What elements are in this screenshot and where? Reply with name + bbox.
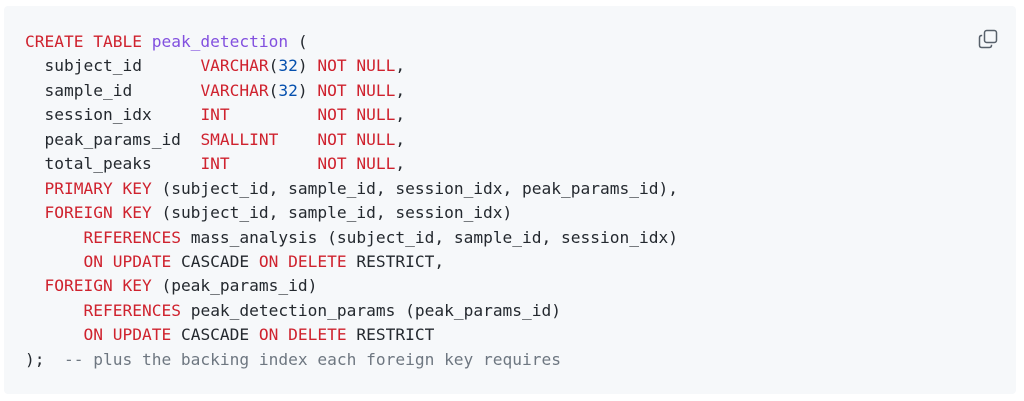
code-token-plain: , <box>395 105 406 125</box>
code-token-keyword: VARCHAR <box>200 80 269 100</box>
code-token-plain: CASCADE <box>171 251 259 271</box>
code-token-plain: peak_params_id <box>25 129 201 149</box>
code-token-keyword: ON DELETE <box>258 325 347 345</box>
code-token-plain <box>142 32 152 51</box>
code-line: CREATE TABLE peak_detection ( <box>25 30 678 54</box>
code-token-keyword: REFERENCES <box>83 227 181 247</box>
code-line: REFERENCES peak_detection_params (peak_p… <box>25 299 678 323</box>
code-token-plain: , <box>395 154 406 174</box>
code-block: CREATE TABLE peak_detection ( subject_id… <box>4 6 1016 394</box>
code-token-plain: subject_id <box>25 56 201 76</box>
code-token-keyword: PRIMARY KEY <box>44 178 152 198</box>
code-token-plain: ( <box>288 32 308 51</box>
code-line: sample_id VARCHAR(32) NOT NULL, <box>25 79 678 103</box>
code-token-plain <box>25 301 83 320</box>
code-token-keyword: NOT NULL <box>317 56 396 76</box>
code-line: FOREIGN KEY (subject_id, sample_id, sess… <box>25 201 678 225</box>
code-line: subject_id VARCHAR(32) NOT NULL, <box>25 54 678 78</box>
code-token-plain: RESTRICT <box>346 325 435 345</box>
code-token-plain: ) <box>297 56 318 76</box>
code-token-plain <box>25 228 83 247</box>
code-token-keyword: NOT NULL <box>317 154 396 174</box>
code-token-keyword: ON DELETE <box>258 251 347 271</box>
code-token-keyword: NOT NULL <box>317 129 396 149</box>
code-token-plain: (peak_params_id) <box>151 276 318 296</box>
code-line: FOREIGN KEY (peak_params_id) <box>25 274 678 298</box>
code-token-plain: , <box>395 56 406 76</box>
code-token-number: 32 <box>278 80 298 100</box>
code-token-entity: peak_detection <box>151 32 289 51</box>
code-token-plain: ( <box>268 80 279 100</box>
code-line: session_idx INT NOT NULL, <box>25 103 678 127</box>
code-token-plain: mass_analysis (subject_id, sample_id, se… <box>180 227 678 247</box>
code-line: peak_params_id SMALLINT NOT NULL, <box>25 128 678 152</box>
code-token-keyword: NOT NULL <box>317 80 396 100</box>
code-token-number: 32 <box>278 56 298 76</box>
code-token-keyword: NOT NULL <box>317 105 396 125</box>
code-token-plain <box>25 325 83 344</box>
code-token-keyword: FOREIGN KEY <box>44 203 152 223</box>
code-token-plain: ); <box>25 349 64 369</box>
code-token-keyword: REFERENCES <box>83 300 181 320</box>
code-token-keyword: FOREIGN KEY <box>44 276 152 296</box>
copy-icon <box>978 29 998 49</box>
code-token-plain: session_idx <box>25 105 201 125</box>
code-token-plain: ) <box>297 80 318 100</box>
copy-button[interactable] <box>976 27 1000 51</box>
code-token-plain: (subject_id, sample_id, session_idx, pea… <box>151 178 678 198</box>
code-line: ON UPDATE CASCADE ON DELETE RESTRICT <box>25 323 678 347</box>
sql-code: CREATE TABLE peak_detection ( subject_id… <box>25 30 678 372</box>
code-token-plain <box>25 203 45 222</box>
code-line: ON UPDATE CASCADE ON DELETE RESTRICT, <box>25 250 678 274</box>
code-token-plain: RESTRICT, <box>346 251 445 271</box>
code-token-keyword: VARCHAR <box>200 56 269 76</box>
code-line: total_peaks INT NOT NULL, <box>25 152 678 176</box>
code-line: ); -- plus the backing index each foreig… <box>25 348 678 372</box>
code-token-plain <box>230 154 318 173</box>
code-line: PRIMARY KEY (subject_id, sample_id, sess… <box>25 177 678 201</box>
code-token-comment: -- plus the backing index each foreign k… <box>63 349 562 369</box>
code-token-keyword: ON UPDATE <box>83 251 172 271</box>
code-token-plain: , <box>395 80 406 100</box>
code-token-plain <box>25 252 83 271</box>
code-token-plain: sample_id <box>25 80 201 100</box>
code-token-plain: peak_detection_params (peak_params_id) <box>180 300 562 320</box>
code-token-plain <box>25 276 45 295</box>
code-token-plain: ( <box>268 56 279 76</box>
code-token-keyword: SMALLINT <box>200 129 279 149</box>
code-token-keyword: INT <box>200 154 230 174</box>
code-token-plain <box>230 105 318 124</box>
code-line: REFERENCES mass_analysis (subject_id, sa… <box>25 226 678 250</box>
code-token-plain: total_peaks <box>25 154 201 174</box>
code-token-plain: CASCADE <box>171 325 259 345</box>
code-token-keyword: ON UPDATE <box>83 325 172 345</box>
code-token-keyword: INT <box>200 105 230 125</box>
code-token-keyword: CREATE TABLE <box>25 32 142 51</box>
code-token-plain: , <box>395 129 406 149</box>
code-token-plain: (subject_id, sample_id, session_idx) <box>151 203 513 223</box>
code-token-plain <box>278 130 317 149</box>
code-token-plain <box>25 179 45 198</box>
